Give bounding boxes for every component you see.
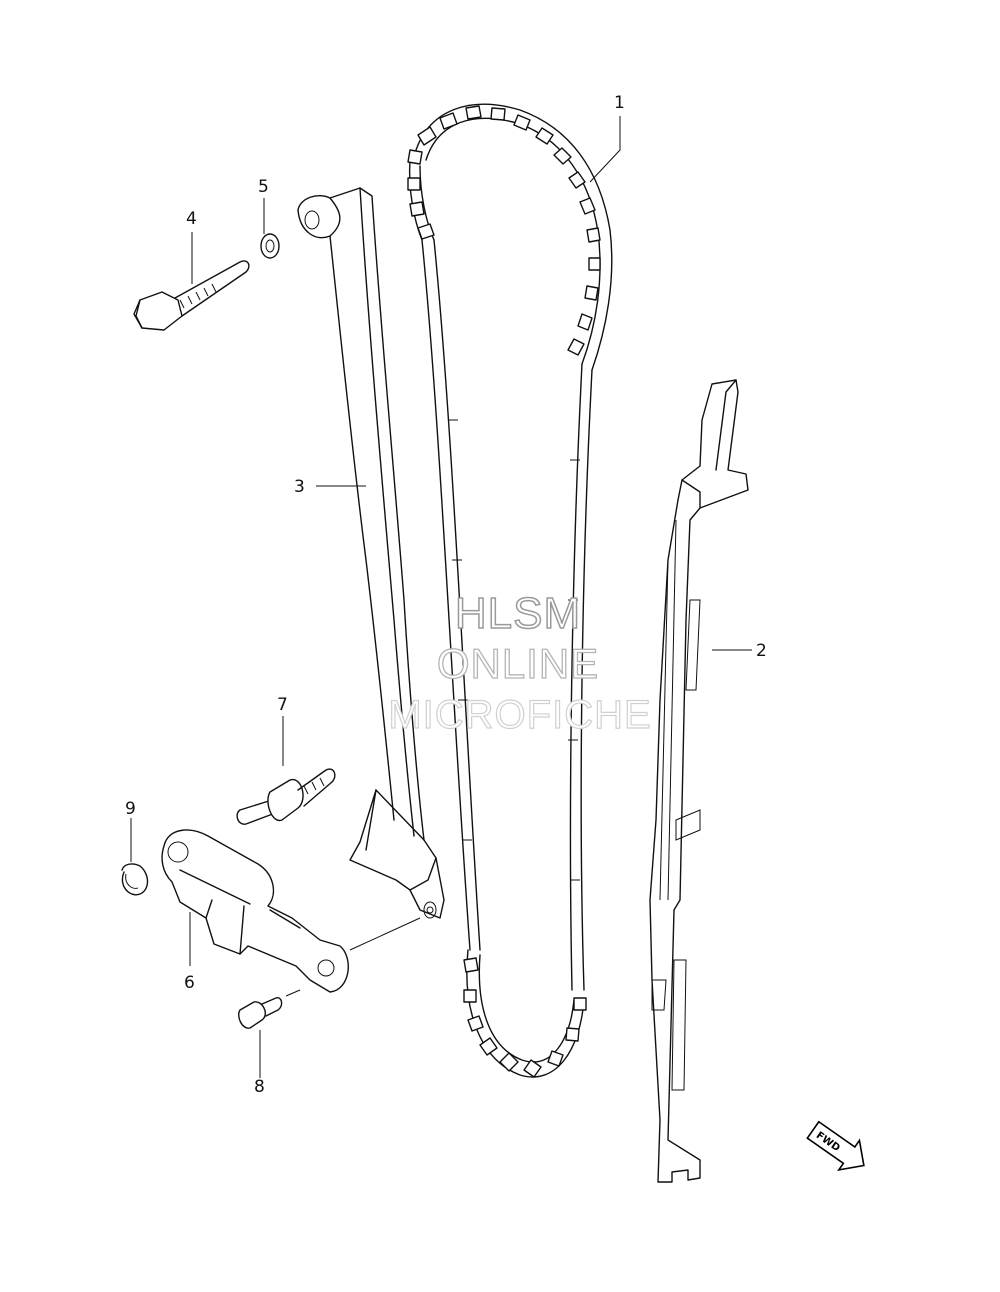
adjuster-bolt[interactable] [238,997,283,1029]
tensioner-adjuster[interactable] [161,829,349,993]
callout-9: 9 [125,799,136,819]
watermark-line2: ONLINE [437,640,599,687]
chain-guide[interactable] [649,379,749,1183]
washer[interactable] [260,233,280,259]
callout-7: 7 [277,695,288,715]
stud-bolt[interactable] [236,768,336,825]
watermark-line1: HLSM [455,589,581,638]
callout-2: 2 [756,641,767,661]
watermark-line3: MICROFICHE [388,693,651,737]
watermark: HLSM ONLINE MICROFICHE [388,588,652,737]
callout-8: 8 [254,1077,265,1097]
callout-leaders [130,116,752,1078]
guide-bolt[interactable] [133,260,250,331]
callout-1: 1 [614,93,625,113]
callout-5: 5 [258,177,269,197]
assembly-lines [285,917,421,997]
chain-tensioner-guide[interactable] [297,187,445,919]
callout-3: 3 [294,477,305,497]
fwd-arrow-icon: FWD [806,1120,865,1172]
callout-6: 6 [184,973,195,993]
callout-4: 4 [186,209,197,229]
cam-chain[interactable] [407,103,613,1078]
circlip[interactable] [121,863,149,896]
